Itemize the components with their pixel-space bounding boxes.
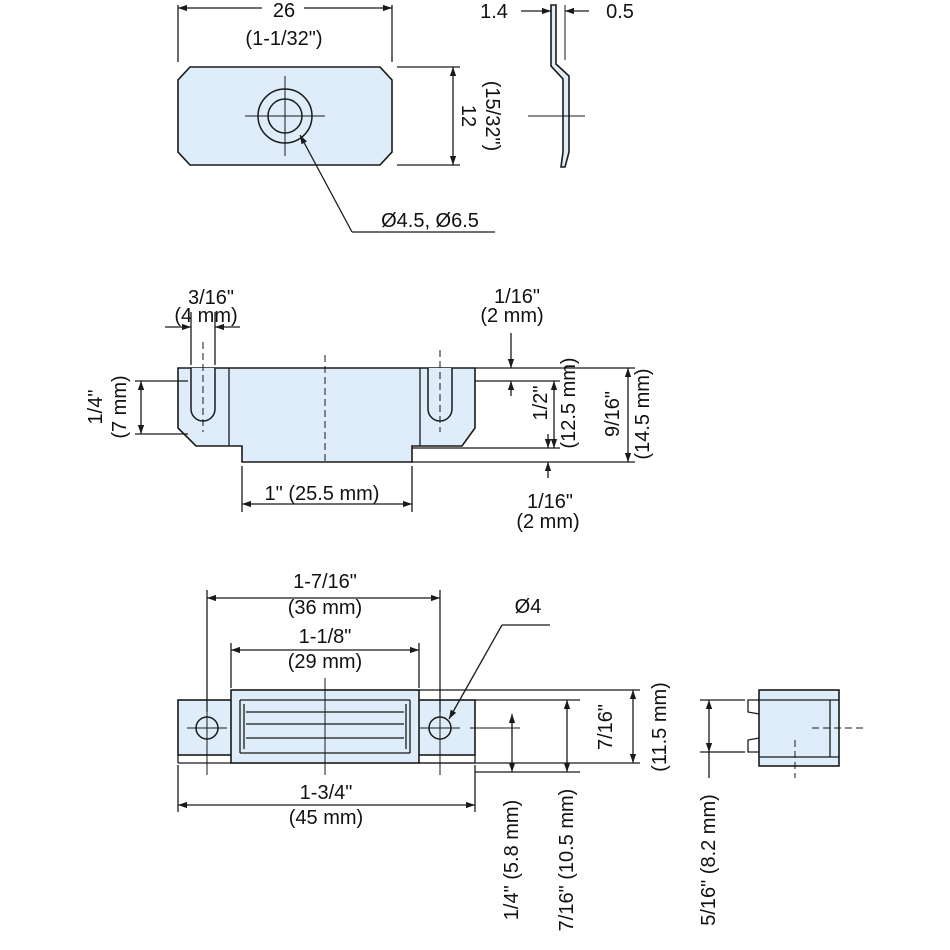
top-width-mm: 26 — [273, 0, 295, 22]
base-width-label: 1" (25.5 mm) — [265, 483, 380, 505]
plate-thickness-left: 1.4 — [480, 1, 508, 23]
hole-diameter-label: Ø4.5, Ø6.5 — [381, 210, 479, 232]
height-inner-mm: (12.5 mm) — [558, 357, 580, 448]
slot-height-in: 1/4" — [85, 390, 107, 425]
height-inner-in: 1/2" — [530, 386, 552, 421]
total-width-mm: (45 mm) — [289, 807, 363, 829]
height-total-mm: (14.5 mm) — [632, 368, 654, 459]
strike-plate-top-view — [177, 0, 495, 233]
slot-height-mm: (7 mm) — [109, 375, 131, 438]
top-height-in: (15/32") — [481, 81, 503, 151]
depth-small-label: 1/4" (5.8 mm) — [501, 800, 523, 920]
top-width-in: (1-1/32") — [245, 28, 322, 50]
height-total-in: 9/16" — [602, 391, 624, 437]
top-height-mm: 12 — [457, 105, 479, 127]
mount-hole-diameter: Ø4 — [515, 596, 542, 618]
depth-medium-label: 7/16" (10.5 mm) — [556, 789, 578, 932]
plate-side-profile — [550, 4, 570, 168]
top-gap-in: 1/16" — [494, 286, 540, 308]
body-width-mm: (29 mm) — [288, 651, 362, 673]
slot-width-mm: (4 mm) — [174, 305, 237, 327]
bottom-gap-in: 1/16" — [527, 491, 573, 513]
top-gap-mm: (2 mm) — [480, 305, 543, 327]
end-height-label: 5/16" (8.2 mm) — [698, 794, 720, 926]
catch-front-view — [135, 312, 635, 512]
strike-plate-side-view — [521, 4, 589, 168]
hole-spacing-mm: (36 mm) — [288, 597, 362, 619]
slot-width-in: 3/16" — [188, 287, 234, 309]
depth-in: 7/16" — [595, 704, 617, 750]
catch-end-view — [700, 689, 865, 778]
catch-bottom-view — [177, 590, 640, 812]
plate-thickness-right: 0.5 — [606, 1, 634, 23]
total-width-in: 1-3/4" — [300, 782, 353, 804]
depth-mm-visible: (11.5 mm) — [649, 682, 671, 772]
hole-spacing-in: 1-7/16" — [293, 571, 357, 593]
bottom-gap-mm: (2 mm) — [516, 511, 579, 533]
body-width-in: 1-1/8" — [299, 626, 352, 648]
